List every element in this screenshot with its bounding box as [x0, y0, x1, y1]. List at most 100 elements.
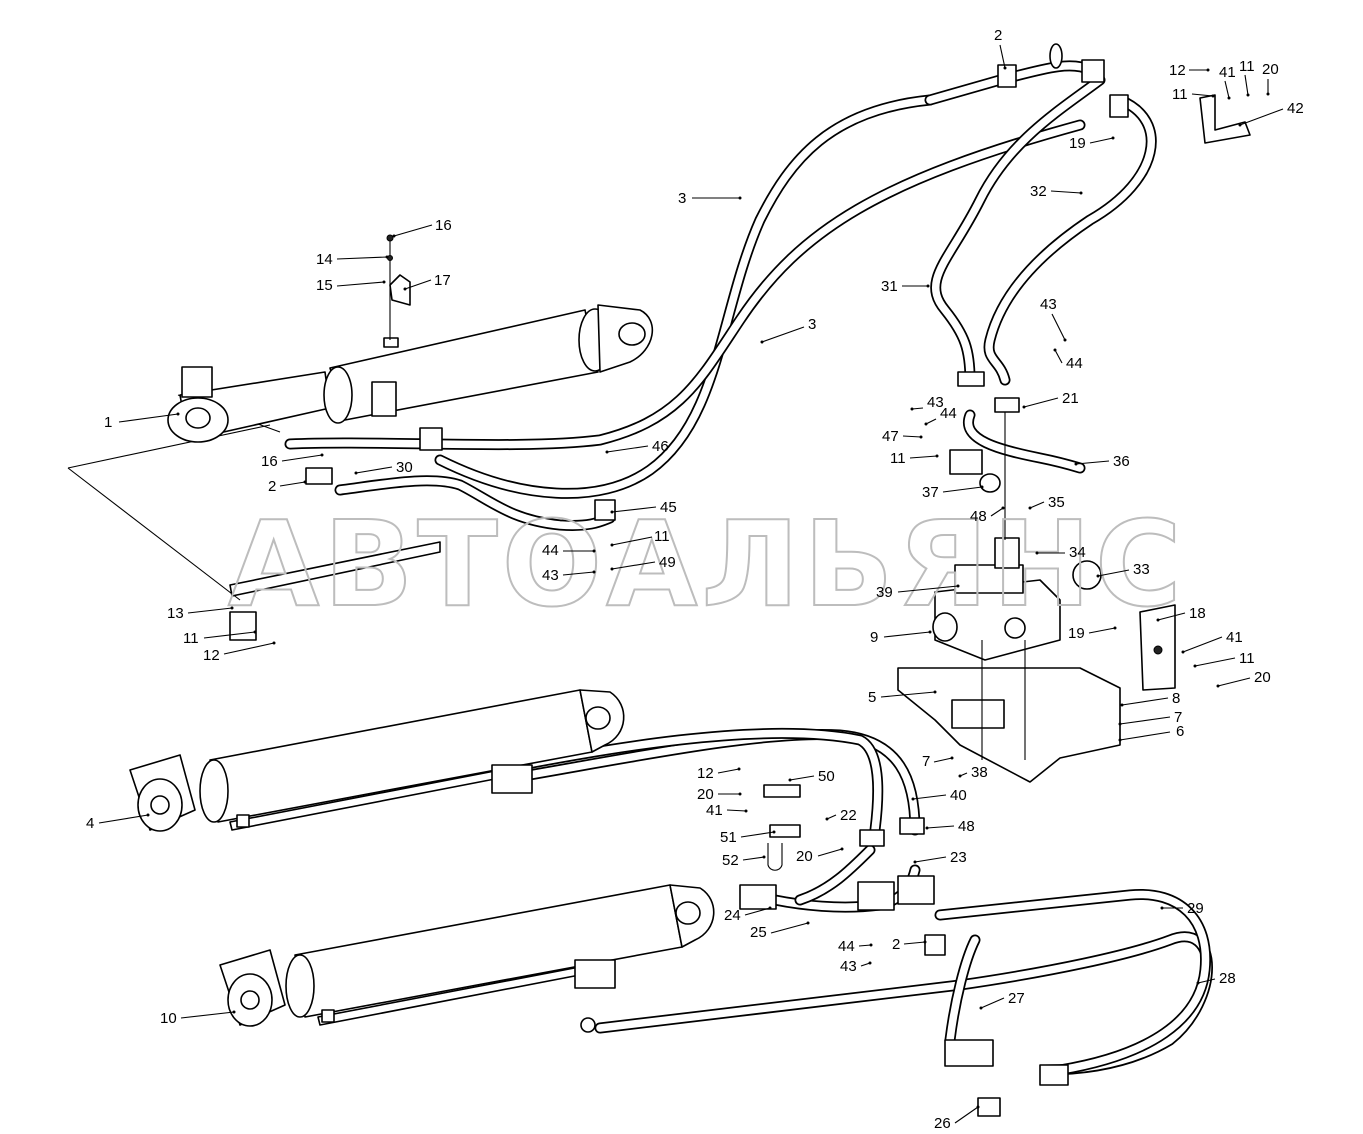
callout-c19a: 19 [1069, 135, 1086, 152]
leader-end-c23 [913, 860, 917, 864]
callout-c43c: 43 [542, 567, 559, 584]
leader-line-c35 [1029, 501, 1045, 509]
callout-c11c: 11 [890, 450, 906, 467]
callout-c1: 1 [104, 414, 112, 431]
leader-end-c41b [1181, 650, 1185, 654]
leader-line-c18 [1157, 612, 1186, 621]
callout-c43a: 43 [1040, 296, 1057, 313]
leader-end-c11b [1246, 93, 1250, 97]
leader-end-c36 [1074, 462, 1078, 466]
leader-end-c32 [1079, 191, 1083, 195]
callout-c28: 28 [1219, 970, 1236, 987]
callout-c20a: 20 [1262, 61, 1279, 78]
leader-end-c46 [605, 450, 609, 454]
callout-c50: 50 [818, 768, 835, 785]
leader-line-c40 [912, 794, 947, 800]
leader-line-c36 [1075, 460, 1110, 465]
callout-c12a: 12 [1169, 62, 1186, 79]
leader-line-c10 [180, 1011, 235, 1019]
callout-c24: 24 [724, 907, 741, 924]
callout-c37: 37 [922, 484, 939, 501]
callout-c18: 18 [1189, 605, 1206, 622]
leader-end-c37 [980, 485, 984, 489]
leader-line-c41c [726, 809, 747, 812]
leader-end-c25 [806, 921, 810, 925]
leader-line-c49 [611, 561, 656, 570]
leader-end-c3a [738, 196, 742, 200]
leader-line-c52 [742, 856, 765, 861]
leader-line-c19a [1089, 137, 1114, 144]
callout-c7a: 7 [1174, 709, 1182, 726]
leader-end-c12b [272, 641, 276, 645]
callout-c19b: 19 [1068, 625, 1085, 642]
leader-line-c24 [744, 907, 771, 916]
leader-end-c15 [382, 280, 386, 284]
bracket-18 [1139, 604, 1176, 691]
leader-end-c5 [933, 690, 937, 694]
callout-c45: 45 [660, 499, 677, 516]
callout-c33: 33 [1133, 561, 1150, 578]
leader-end-c44a [1053, 348, 1057, 352]
leader-end-c20b [1216, 684, 1220, 688]
leader-line-c48b [926, 825, 955, 829]
leader-line-c8 [1121, 697, 1169, 706]
callout-c42: 42 [1287, 100, 1304, 117]
leader-end-c27 [979, 1006, 983, 1010]
leader-end-c26 [976, 1105, 980, 1109]
leader-line-c45 [611, 506, 657, 513]
leader-end-c43d [868, 961, 872, 965]
leader-end-c7a [1118, 722, 1122, 726]
callout-c7b: 7 [922, 753, 930, 770]
leader-line-c17 [404, 279, 432, 290]
leader-end-c44c [592, 549, 596, 553]
leader-line-c50 [789, 775, 815, 781]
leader-line-c7b [933, 757, 953, 763]
leader-line-c2a [999, 44, 1006, 69]
cylinder-10 [219, 884, 715, 1033]
leader-line-c43c [562, 571, 595, 576]
leader-end-c47 [919, 435, 923, 439]
leader-end-c9 [928, 630, 932, 634]
callout-c31: 31 [881, 278, 898, 295]
leader-line-c11a [1191, 93, 1214, 97]
leader-end-c20c [738, 792, 742, 796]
watermark: АВТОАЛЬЯНС [228, 495, 1186, 633]
callout-c36: 36 [1113, 453, 1130, 470]
leader-end-c16b [320, 453, 324, 457]
leader-line-c30 [355, 466, 393, 474]
leader-line-c3b [761, 326, 805, 343]
leader-line-c6 [1119, 731, 1171, 741]
leader-end-c29 [1160, 906, 1164, 910]
callout-c11e: 11 [183, 630, 199, 647]
leader-end-c44b [924, 422, 928, 426]
callout-c2a: 2 [994, 27, 1002, 44]
callout-c52: 52 [722, 852, 739, 869]
callout-c22: 22 [840, 807, 857, 824]
cylinder-1 [167, 304, 654, 443]
leader-line-c20d [817, 848, 843, 857]
callout-c12b: 12 [203, 647, 220, 664]
callout-c3b: 3 [808, 316, 816, 333]
leader-end-c11a [1211, 94, 1215, 98]
leader-end-c41a [1227, 96, 1231, 100]
callout-c41a: 41 [1219, 64, 1236, 81]
leader-end-c49 [610, 567, 614, 571]
callout-c44d: 44 [838, 938, 855, 955]
leader-line-c51 [740, 831, 775, 838]
callout-c20b: 20 [1254, 669, 1271, 686]
callout-c48b: 48 [958, 818, 975, 835]
cylinder-4 [129, 689, 625, 832]
callout-c12c: 12 [697, 765, 714, 782]
callout-group: 1222334567789101111111111111212121314151… [86, 27, 1304, 1132]
callout-c48a: 48 [970, 508, 987, 525]
callout-c8: 8 [1172, 690, 1180, 707]
leader-line-c43b [911, 407, 924, 410]
callout-c13: 13 [167, 605, 184, 622]
leader-end-c3b [760, 340, 764, 344]
leader-end-c21 [1022, 405, 1026, 409]
leader-line-c48a [990, 507, 1004, 517]
callout-c2b: 2 [268, 478, 276, 495]
leader-line-c33 [1097, 569, 1130, 577]
leader-line-c11e [203, 631, 256, 639]
